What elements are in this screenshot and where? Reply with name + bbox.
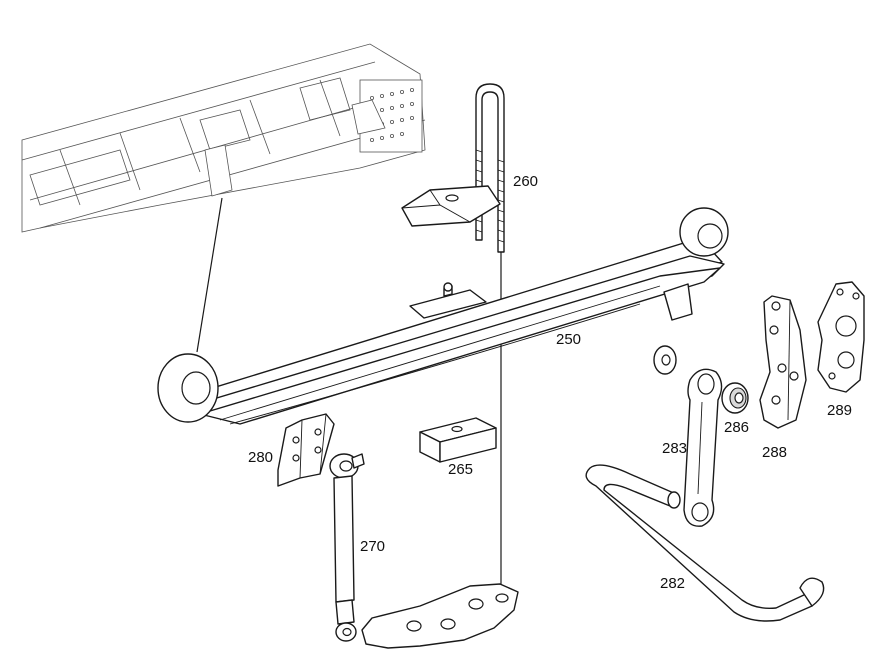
u-bolt-260 bbox=[475, 83, 505, 253]
bracket-280 bbox=[277, 413, 335, 487]
link-283 bbox=[683, 368, 723, 527]
spring-plate bbox=[361, 583, 519, 649]
label-283: 283 bbox=[662, 440, 687, 457]
label-280: 280 bbox=[248, 449, 273, 466]
washer bbox=[653, 345, 677, 375]
chassis-frame bbox=[21, 43, 426, 233]
stabilizer-bar-282 bbox=[585, 464, 825, 622]
label-265: 265 bbox=[448, 461, 473, 478]
label-289: 289 bbox=[827, 402, 852, 419]
saddle-plate bbox=[401, 185, 501, 227]
bracket-289 bbox=[817, 281, 865, 393]
leaf-spring-250 bbox=[157, 207, 729, 425]
label-250: 250 bbox=[556, 331, 581, 348]
shock-absorber-270 bbox=[329, 453, 365, 642]
label-288: 288 bbox=[762, 444, 787, 461]
bracket-288 bbox=[759, 295, 807, 429]
label-282: 282 bbox=[660, 575, 685, 592]
label-286: 286 bbox=[724, 419, 749, 436]
label-260: 260 bbox=[513, 173, 538, 190]
label-270: 270 bbox=[360, 538, 385, 555]
frame-to-spring-leader bbox=[196, 197, 223, 353]
block-265 bbox=[419, 417, 497, 463]
bushing-286 bbox=[721, 382, 749, 414]
